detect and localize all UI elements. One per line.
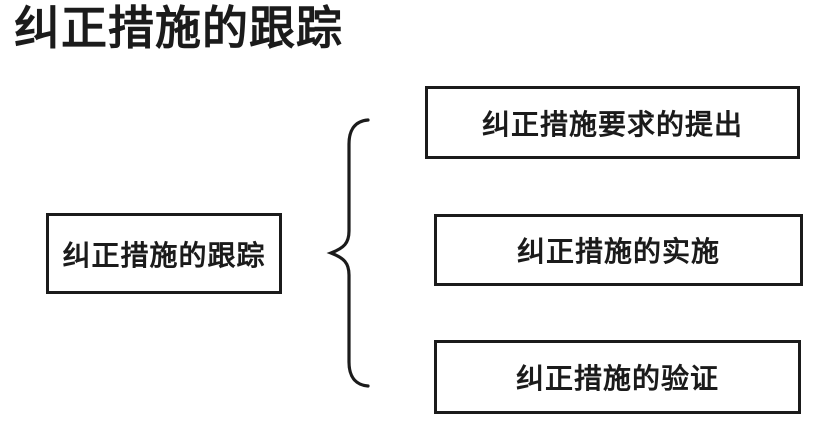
branch-node-requirement-proposal: 纠正措施要求的提出 [425,86,800,159]
root-node-corrective-action-tracking: 纠正措施的跟踪 [46,213,282,294]
branch-node-verification: 纠正措施的验证 [434,340,801,414]
branch-node-label: 纠正措施要求的提出 [481,109,743,141]
branch-node-label: 纠正措施的验证 [515,364,719,395]
left-curly-brace-icon [326,118,370,388]
branch-node-label: 纠正措施的实施 [516,237,720,268]
branch-node-implementation: 纠正措施的实施 [434,214,803,286]
root-node-label: 纠正措施的跟踪 [62,240,266,272]
page-title: 纠正措施的跟踪 [14,3,343,54]
